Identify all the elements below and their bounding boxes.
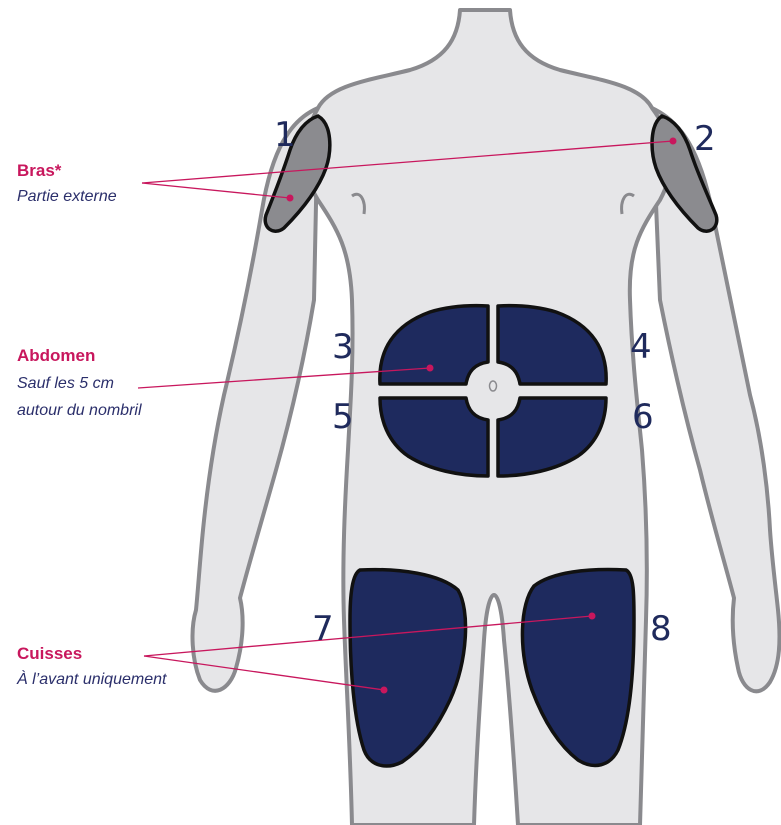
label-abdomen: Abdomen Sauf les 5 cm autour du nombril [17,346,142,419]
leader-dot-zone-7 [381,687,388,694]
label-arms-subtitle: Partie externe [17,188,117,205]
zone-number-8: 8 [650,609,672,649]
zone-number-6: 6 [632,397,654,437]
label-arms-title: Bras* [17,161,62,180]
label-thighs: Cuisses À l’avant uniquement [16,644,167,688]
zone-number-7: 7 [312,609,334,649]
leader-dot-zone-2 [670,138,677,145]
zone-number-5: 5 [332,397,354,437]
zone-number-4: 4 [630,327,652,367]
label-abdomen-title: Abdomen [17,346,95,365]
leader-dot-zone-3 [427,365,434,372]
leader-dot-zone-1 [287,195,294,202]
label-abdomen-subtitle-line2: autour du nombril [17,402,142,419]
zone-number-3: 3 [332,327,354,367]
label-thighs-subtitle: À l’avant uniquement [16,669,167,688]
leader-dot-zone-8 [589,613,596,620]
label-thighs-title: Cuisses [17,644,82,663]
zone-number-1: 1 [274,115,296,155]
label-arms: Bras* Partie externe [17,161,117,205]
label-abdomen-subtitle-line1: Sauf les 5 cm [17,375,114,392]
zone-number-2: 2 [694,119,716,159]
